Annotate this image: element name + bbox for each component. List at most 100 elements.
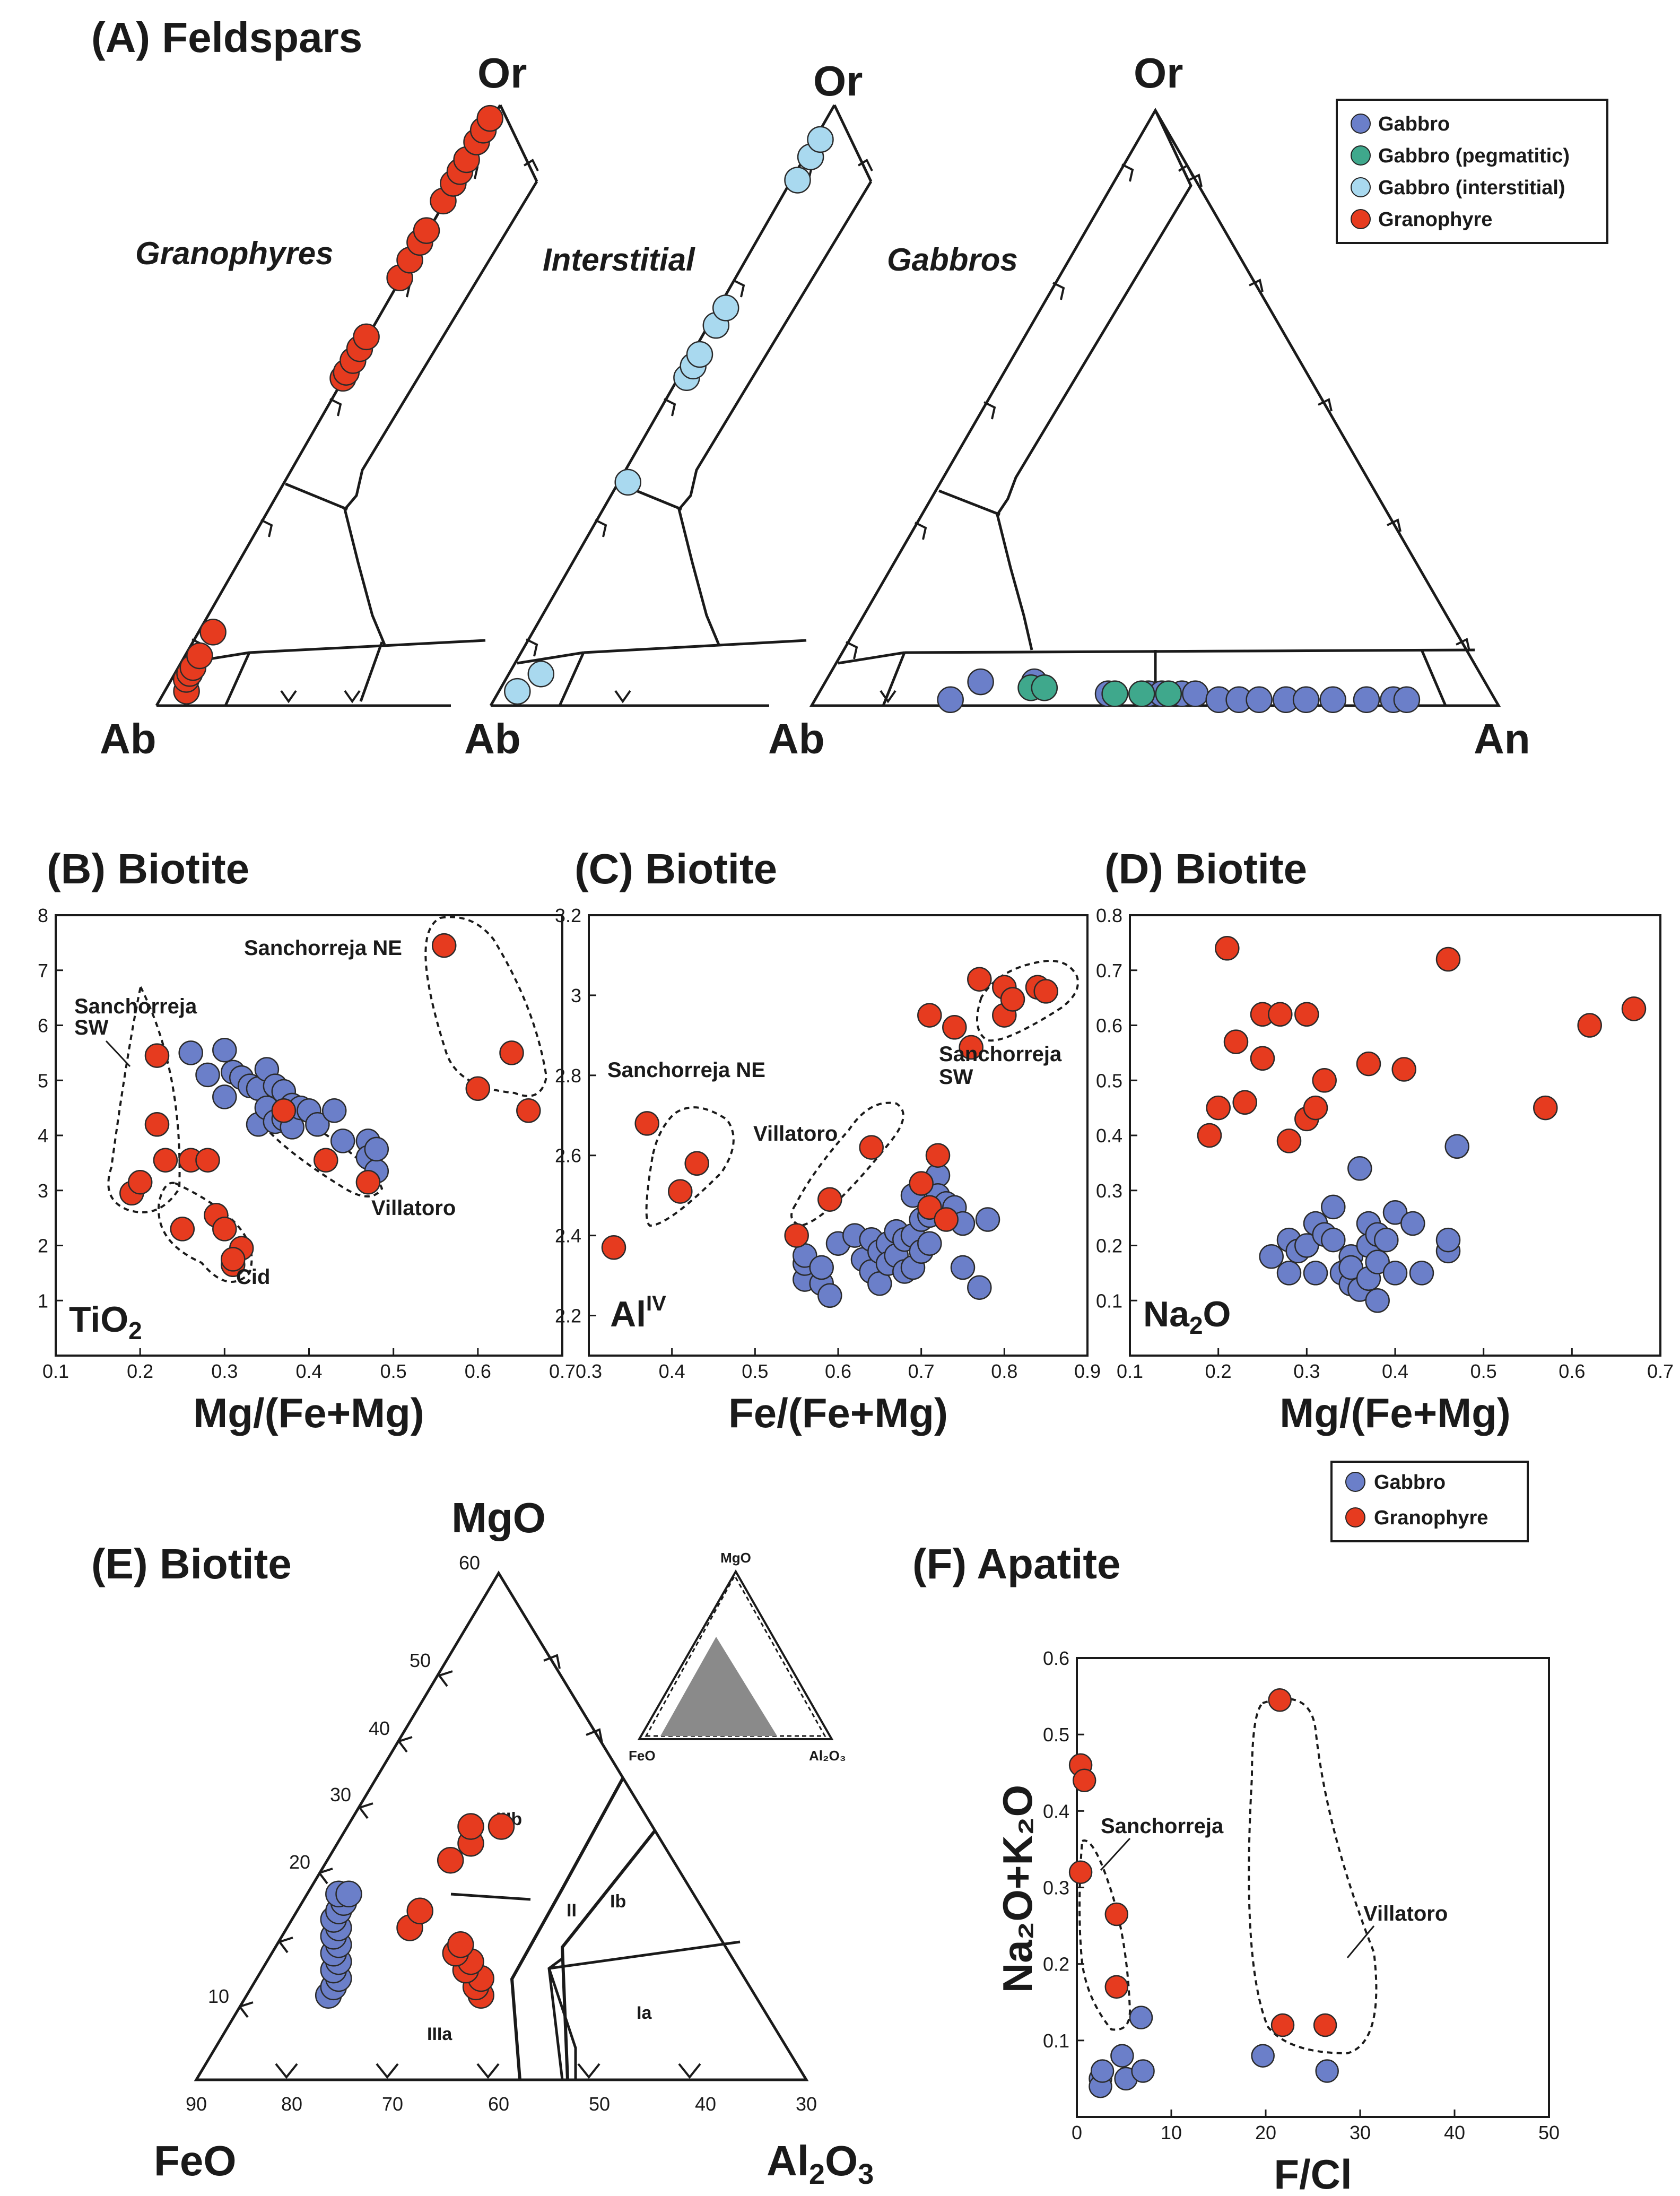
ternary-e-frame xyxy=(194,1570,809,2081)
D-point-granophyre-2 xyxy=(1215,936,1240,961)
inset-feo: FeO xyxy=(629,1748,656,1764)
ternary-a2-frame xyxy=(489,104,873,707)
panel-b-sanchorreja-ne: Sanchorreja NE xyxy=(244,936,402,960)
legend-a-interstitial: Gabbro (interstitial) xyxy=(1378,177,1565,199)
C-ytick-label-0: 2.2 xyxy=(555,1305,581,1327)
panel-f-title: (F) Apatite xyxy=(912,1540,1121,1587)
B-ytick-label-3: 4 xyxy=(38,1125,48,1147)
F-xtick-label-0: 0 xyxy=(1072,2122,1082,2143)
B-point-gabbro-25 xyxy=(364,1136,389,1162)
B-point-gabbro-0 xyxy=(178,1040,203,1065)
inset-al2o3: Al₂O₃ xyxy=(809,1748,846,1764)
svg-text:30: 30 xyxy=(330,1784,351,1806)
D-point-granophyre-18 xyxy=(1621,996,1647,1021)
D-ytick-label-7: 0.8 xyxy=(1096,905,1122,926)
legend-a-granophyre: Granophyre xyxy=(1378,209,1492,231)
D-point-granophyre-14 xyxy=(1391,1057,1416,1082)
panel-b-xlabel: Mg/(Fe+Mg) xyxy=(193,1390,424,1436)
a3-or-label: Or xyxy=(1134,49,1183,97)
panel-c-xlabel: Fe/(Fe+Mg) xyxy=(728,1390,948,1436)
zone-ii: II xyxy=(567,1900,577,1921)
B-ytick-label-2: 3 xyxy=(38,1180,48,1202)
panel-b-frame xyxy=(55,914,563,1357)
D-point-gabbro-24 xyxy=(1382,1200,1408,1225)
panel-b-villatoro: Villatoro xyxy=(371,1196,456,1220)
B-point-granophyre-16 xyxy=(431,933,457,958)
F-point-gabbro-3 xyxy=(1110,2044,1134,2068)
legend-ef-granophyre-marker xyxy=(1345,1507,1365,1527)
F-ytick-label-0: 0.1 xyxy=(1043,2030,1069,2052)
C-point-granophyre-7 xyxy=(909,1171,934,1196)
B-xtick-label-6: 0.7 xyxy=(549,1360,576,1382)
D-point-gabbro-28 xyxy=(1435,1227,1461,1253)
C-point-granophyre-17 xyxy=(1000,987,1025,1012)
zone-iiia: IIIa xyxy=(427,2024,452,2044)
C-point-granophyre-0 xyxy=(601,1235,626,1260)
legend-a-gabbro: Gabbro xyxy=(1378,113,1450,135)
D-point-gabbro-26 xyxy=(1409,1261,1434,1286)
svg-text:30: 30 xyxy=(796,2093,817,2115)
D-point-gabbro-8 xyxy=(1321,1194,1346,1220)
A1-point-granophyre-4 xyxy=(186,642,213,670)
A3-point-gabbro-16 xyxy=(1393,686,1421,714)
svg-text:20: 20 xyxy=(289,1851,310,1873)
legend-a-pegmatitic-marker xyxy=(1351,145,1371,166)
panel-c-sanchorreja-ne: Sanchorreja NE xyxy=(607,1058,765,1082)
C-point-gabbro-31 xyxy=(967,1275,992,1300)
panel-f-frame xyxy=(1076,1657,1550,2118)
B-point-granophyre-2 xyxy=(144,1112,170,1137)
D-xtick-label-2: 0.3 xyxy=(1293,1360,1320,1382)
B-ytick-label-7: 8 xyxy=(38,905,48,926)
e-mgo-label: MgO xyxy=(451,1494,546,1541)
ternary-e-bottom-ticks: 90 80 70 60 50 40 30 xyxy=(186,2093,817,2115)
zone-ib: Ib xyxy=(610,1891,626,1912)
svg-text:50: 50 xyxy=(410,1650,431,1671)
F-point-gabbro-5 xyxy=(1129,2006,1153,2029)
A3-point-gabbro-13 xyxy=(1319,686,1346,714)
B-ytick-label-6: 7 xyxy=(38,960,48,982)
D-point-granophyre-16 xyxy=(1533,1095,1558,1121)
E-point-granophyre-11 xyxy=(457,1813,484,1840)
C-xtick-label-6: 0.9 xyxy=(1074,1360,1101,1382)
B-point-granophyre-12 xyxy=(221,1247,246,1272)
C-xtick-label-0: 0.3 xyxy=(576,1360,602,1382)
panel-f-san-leader xyxy=(1100,1837,1131,1871)
C-point-gabbro-30 xyxy=(950,1255,976,1280)
A3-point-gabbro-pegmatitic--2 xyxy=(1101,680,1128,707)
B-ytick-label-4: 5 xyxy=(38,1070,48,1091)
B-ytick-label-1: 2 xyxy=(38,1235,48,1257)
D-ytick-label-4: 0.5 xyxy=(1096,1070,1122,1091)
B-ytick-label-0: 1 xyxy=(38,1290,48,1312)
A3-point-gabbro-pegmatitic--3 xyxy=(1128,680,1155,707)
panel-a-title: (A) Feldspars xyxy=(91,14,362,61)
D-point-granophyre-7 xyxy=(1268,1002,1293,1027)
A3-point-gabbro-pegmatitic--4 xyxy=(1155,680,1182,707)
a1-ab-label: Ab xyxy=(100,715,156,762)
panel-f-xlabel: F/Cl xyxy=(1274,2151,1352,2196)
C-ytick-label-1: 2.4 xyxy=(555,1225,581,1247)
svg-text:80: 80 xyxy=(281,2093,302,2115)
B-point-granophyre-14 xyxy=(314,1148,338,1173)
F-point-granophyre-6 xyxy=(1270,2013,1295,2037)
F-point-gabbro-7 xyxy=(1251,2044,1275,2068)
D-xtick-label-0: 0.1 xyxy=(1117,1360,1143,1382)
C-point-granophyre-8 xyxy=(917,1195,942,1220)
panel-d-inset-label: Na2O xyxy=(1143,1294,1231,1339)
B-point-granophyre-15 xyxy=(355,1169,381,1195)
C-xtick-label-5: 0.8 xyxy=(991,1360,1017,1382)
D-point-granophyre-13 xyxy=(1356,1051,1381,1077)
D-point-granophyre-11 xyxy=(1303,1095,1328,1121)
B-point-granophyre-9 xyxy=(212,1217,237,1242)
D-xtick-label-1: 0.2 xyxy=(1205,1360,1232,1382)
E-point-granophyre-8 xyxy=(406,1897,433,1924)
F-point-granophyre-2 xyxy=(1068,1860,1093,1884)
a1-subplot-label: Granophyres xyxy=(135,236,333,271)
D-ytick-label-1: 0.2 xyxy=(1096,1235,1122,1257)
C-point-granophyre-5 xyxy=(817,1187,842,1212)
legend-ef-gabbro-marker xyxy=(1345,1472,1365,1492)
E-point-gabbro-13 xyxy=(335,1880,362,1908)
F-xtick-label-4: 40 xyxy=(1444,2122,1465,2143)
A2-point-gabbro-interstitial--5 xyxy=(686,341,713,368)
